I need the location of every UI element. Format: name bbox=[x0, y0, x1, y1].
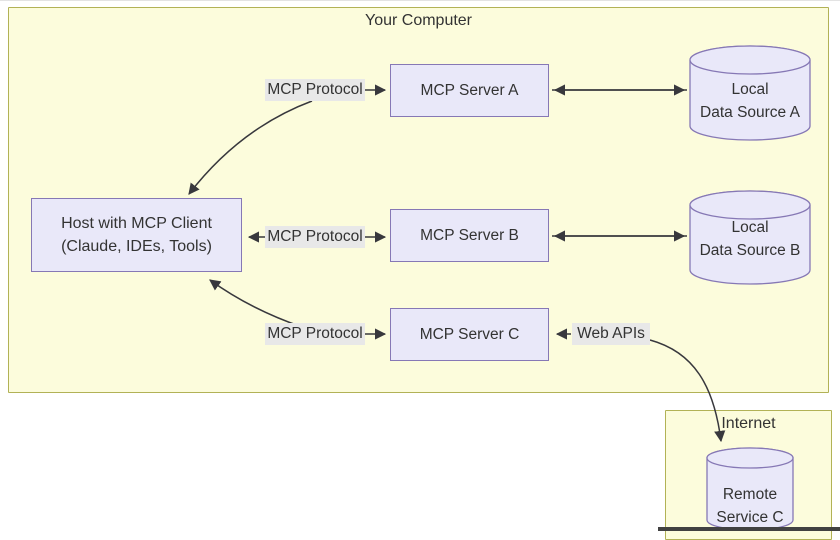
cylinder-local-a-line2: Data Source A bbox=[700, 104, 800, 121]
cylinder-local-b-line2: Data Source B bbox=[699, 242, 801, 259]
edge-label-mcp-protocol-b: MCP Protocol bbox=[265, 226, 365, 248]
cylinder-local-b-line1: Local bbox=[731, 219, 769, 236]
node-mcp-server-a-label: MCP Server A bbox=[420, 82, 519, 99]
node-mcp-server-b: MCP Server B bbox=[390, 209, 549, 262]
node-host: Host with MCP Client (Claude, IDEs, Tool… bbox=[31, 198, 242, 272]
node-mcp-server-b-label: MCP Server B bbox=[420, 227, 519, 244]
cylinder-local-a-label: Local Data Source A bbox=[690, 78, 810, 124]
node-host-line1: Host with MCP Client bbox=[61, 215, 212, 232]
edge-label-mcp-protocol-a: MCP Protocol bbox=[265, 79, 365, 101]
cluster-your-computer-label: Your Computer bbox=[364, 12, 473, 29]
cylinder-local-data-source-b bbox=[689, 190, 811, 285]
top-edge-hairline bbox=[0, 0, 840, 1]
edge-host-server-a-curve bbox=[188, 100, 313, 195]
cylinder-local-data-source-a bbox=[689, 45, 811, 141]
cluster-internet-label: Internet bbox=[721, 415, 776, 432]
cylinder-remote-c-line1: Remote bbox=[722, 486, 778, 503]
cylinder-local-b-label: Local Data Source B bbox=[690, 216, 810, 262]
cylinder-remote-service-c bbox=[706, 447, 794, 531]
edge-label-web-apis: Web APIs bbox=[572, 323, 650, 345]
node-mcp-server-c-label: MCP Server C bbox=[419, 326, 520, 343]
edge-webapis-to-remote-c bbox=[649, 339, 726, 443]
cylinder-remote-c-line2: Service C bbox=[716, 509, 784, 526]
cylinder-local-a-line1: Local bbox=[731, 81, 769, 98]
edge-label-mcp-protocol-c: MCP Protocol bbox=[265, 323, 365, 345]
edge-host-server-c-curve bbox=[209, 279, 303, 328]
cylinder-remote-c-label: Remote Service C bbox=[700, 483, 800, 529]
node-mcp-server-c: MCP Server C bbox=[390, 308, 549, 361]
node-mcp-server-a: MCP Server A bbox=[390, 64, 549, 117]
node-host-line2: (Claude, IDEs, Tools) bbox=[61, 238, 212, 255]
screen-edge-artifact bbox=[658, 527, 840, 531]
